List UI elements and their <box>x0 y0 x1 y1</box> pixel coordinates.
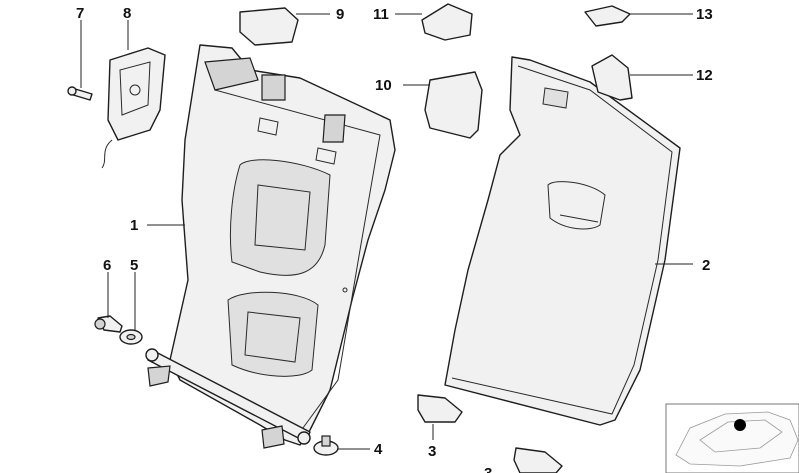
callout-7: 7 <box>76 5 84 22</box>
part-3-lower <box>513 447 563 473</box>
part-3-upper <box>417 394 463 423</box>
location-marker-icon <box>734 419 746 431</box>
part-7-bolt <box>67 86 93 101</box>
callout-1: 1 <box>130 217 138 234</box>
leader-lines <box>80 13 693 450</box>
part-6-bolt <box>94 315 123 333</box>
part-11-cover <box>421 3 473 41</box>
callout-9: 9 <box>336 6 344 23</box>
callout-10: 10 <box>375 77 392 94</box>
callout-12: 12 <box>696 67 713 84</box>
callout-6: 6 <box>103 257 111 274</box>
callout-5: 5 <box>130 257 138 274</box>
part-backrest-frame <box>145 44 396 449</box>
callout-3: 3 <box>428 443 436 460</box>
callout-11: 11 <box>373 6 389 23</box>
part-5-washer <box>119 329 143 345</box>
part-9-latch <box>239 7 299 46</box>
part-12-cap <box>591 54 633 101</box>
callout-2: 2 <box>702 257 710 274</box>
callout-3: 3 <box>484 465 492 473</box>
part-10-bracket <box>424 71 483 139</box>
part-4-clip <box>313 435 339 456</box>
part-13-pad <box>584 5 631 27</box>
callout-4: 4 <box>374 441 383 458</box>
callout-13: 13 <box>696 6 713 23</box>
part-8-lock <box>101 47 166 169</box>
vehicle-locator-thumbnail <box>665 403 799 473</box>
part-backrest-panel <box>444 56 681 426</box>
callout-8: 8 <box>123 5 131 22</box>
